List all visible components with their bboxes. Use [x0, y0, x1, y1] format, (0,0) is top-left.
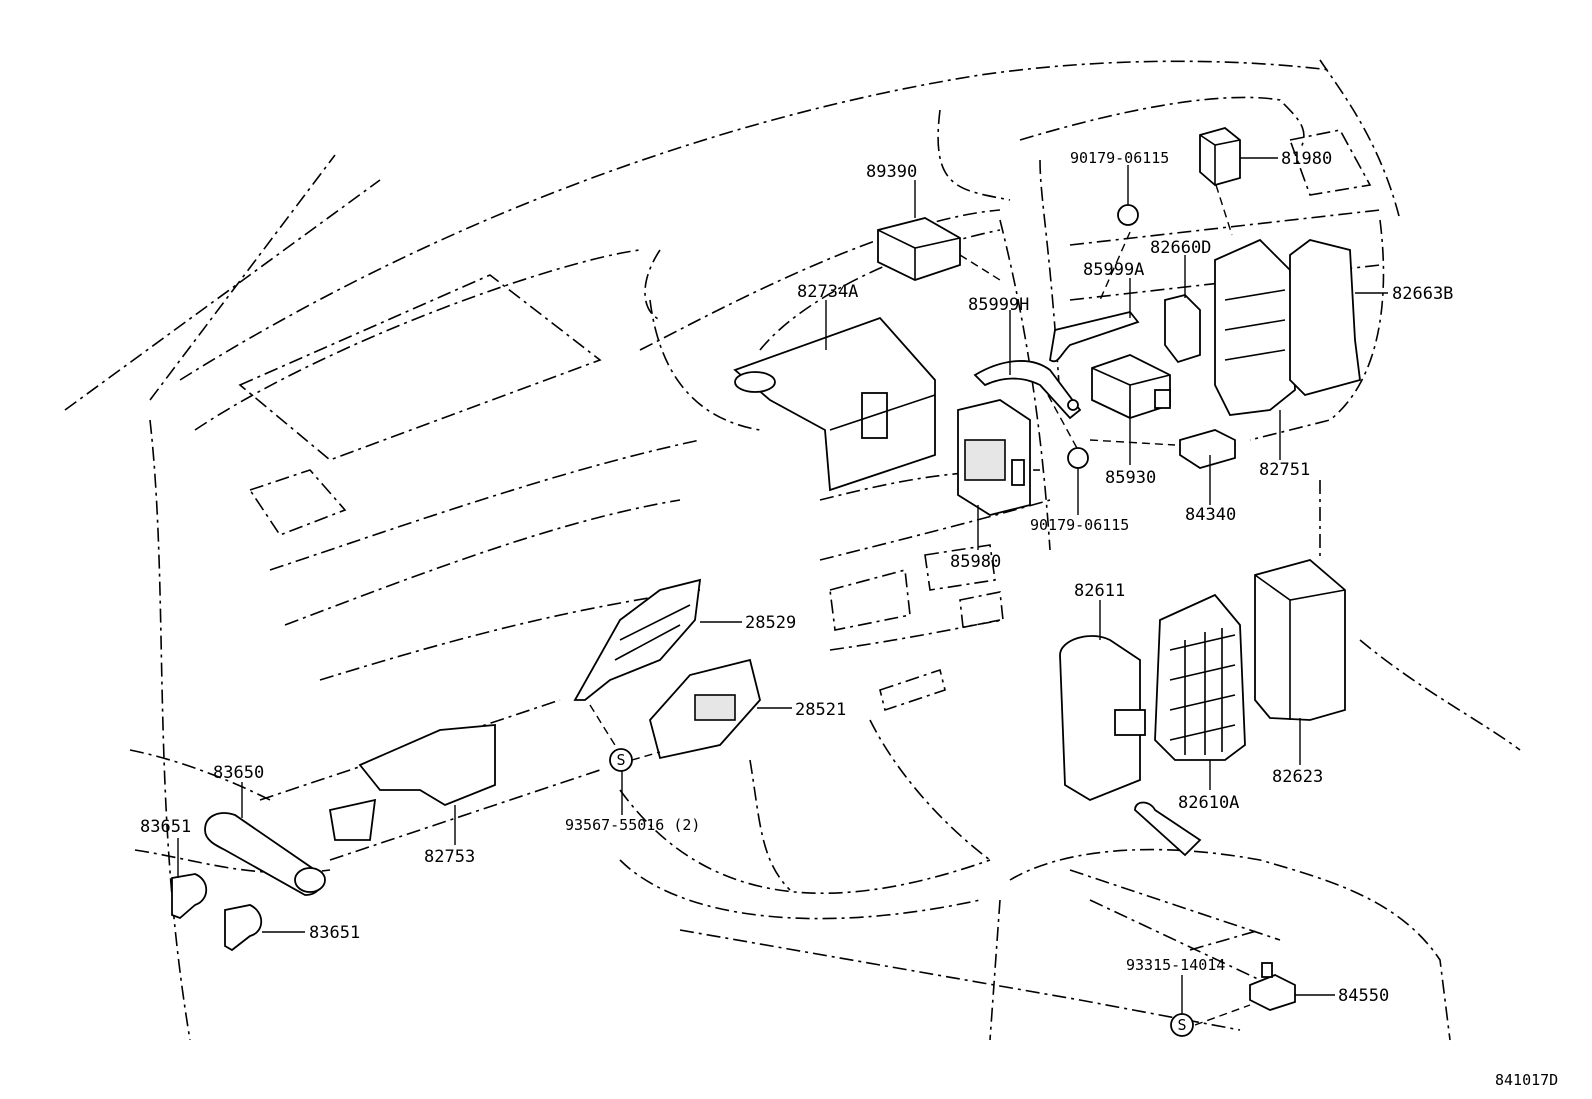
label-84550: 84550 [1338, 986, 1389, 1006]
nut-90179-lower [1067, 447, 1089, 469]
label-82660d: 82660D [1150, 238, 1211, 258]
figure-id: 841017D [1495, 1071, 1558, 1089]
clip-83651-b [224, 904, 263, 952]
label-83650: 83650 [213, 763, 264, 783]
component-shift-lever [1134, 801, 1202, 857]
label-90179-06115-upper: 90179-06115 [1070, 149, 1169, 167]
component-83650 [204, 812, 326, 896]
label-82611: 82611 [1074, 581, 1125, 601]
label-82753: 82753 [424, 847, 475, 867]
component-28521 [649, 658, 761, 760]
component-84550 [1249, 962, 1296, 1011]
label-85930: 85930 [1105, 468, 1156, 488]
label-93567-55016: 93567-55016 (2) [565, 816, 700, 834]
component-fuse-block-upper [1214, 238, 1296, 416]
label-83651-upper: 83651 [140, 817, 191, 837]
s-marker-93315-text: S [1177, 1016, 1186, 1034]
label-82663b: 82663B [1392, 284, 1453, 304]
label-82734a: 82734A [797, 282, 858, 302]
label-93315-14014: 93315-14014 [1126, 956, 1225, 974]
component-81980 [1199, 127, 1241, 186]
label-85999a: 85999A [1083, 260, 1144, 280]
component-84340 [1179, 429, 1236, 469]
label-90179-06115-lower: 90179-06115 [1030, 516, 1129, 534]
label-84340: 84340 [1185, 505, 1236, 525]
component-82623 [1254, 559, 1346, 721]
label-85980: 85980 [950, 552, 1001, 572]
component-85999h [973, 360, 1082, 420]
component-82734a [733, 316, 936, 492]
nut-90179-upper [1117, 204, 1139, 226]
label-82623: 82623 [1272, 767, 1323, 787]
label-28521: 28521 [795, 700, 846, 720]
label-82751: 82751 [1259, 460, 1310, 480]
component-28529 [573, 578, 702, 701]
dashboard-outline [64, 59, 1521, 1041]
component-82753 [328, 724, 496, 841]
component-82660d [1164, 294, 1201, 364]
s-marker-93567-text: S [616, 751, 625, 769]
component-85980 [957, 399, 1031, 516]
leader-lines [177, 157, 1388, 1026]
label-81980: 81980 [1281, 149, 1332, 169]
component-82610a [1154, 593, 1246, 761]
s-marker-93315: S [1170, 1013, 1194, 1037]
component-82663b [1289, 239, 1361, 397]
label-82610a: 82610A [1178, 793, 1239, 813]
component-85999a [1049, 310, 1140, 363]
label-83651-lower: 83651 [309, 923, 360, 943]
component-89390 [877, 217, 961, 281]
label-85999h: 85999H [968, 295, 1029, 315]
component-82611 [1059, 635, 1146, 802]
label-89390: 89390 [866, 162, 917, 182]
s-marker-93567: S [609, 748, 633, 772]
clip-83651-a [171, 873, 208, 920]
label-28529: 28529 [745, 613, 796, 633]
part-labels: 89390 90179-06115 81980 82734A 85999H 85… [140, 149, 1558, 1089]
component-85930 [1091, 354, 1171, 419]
